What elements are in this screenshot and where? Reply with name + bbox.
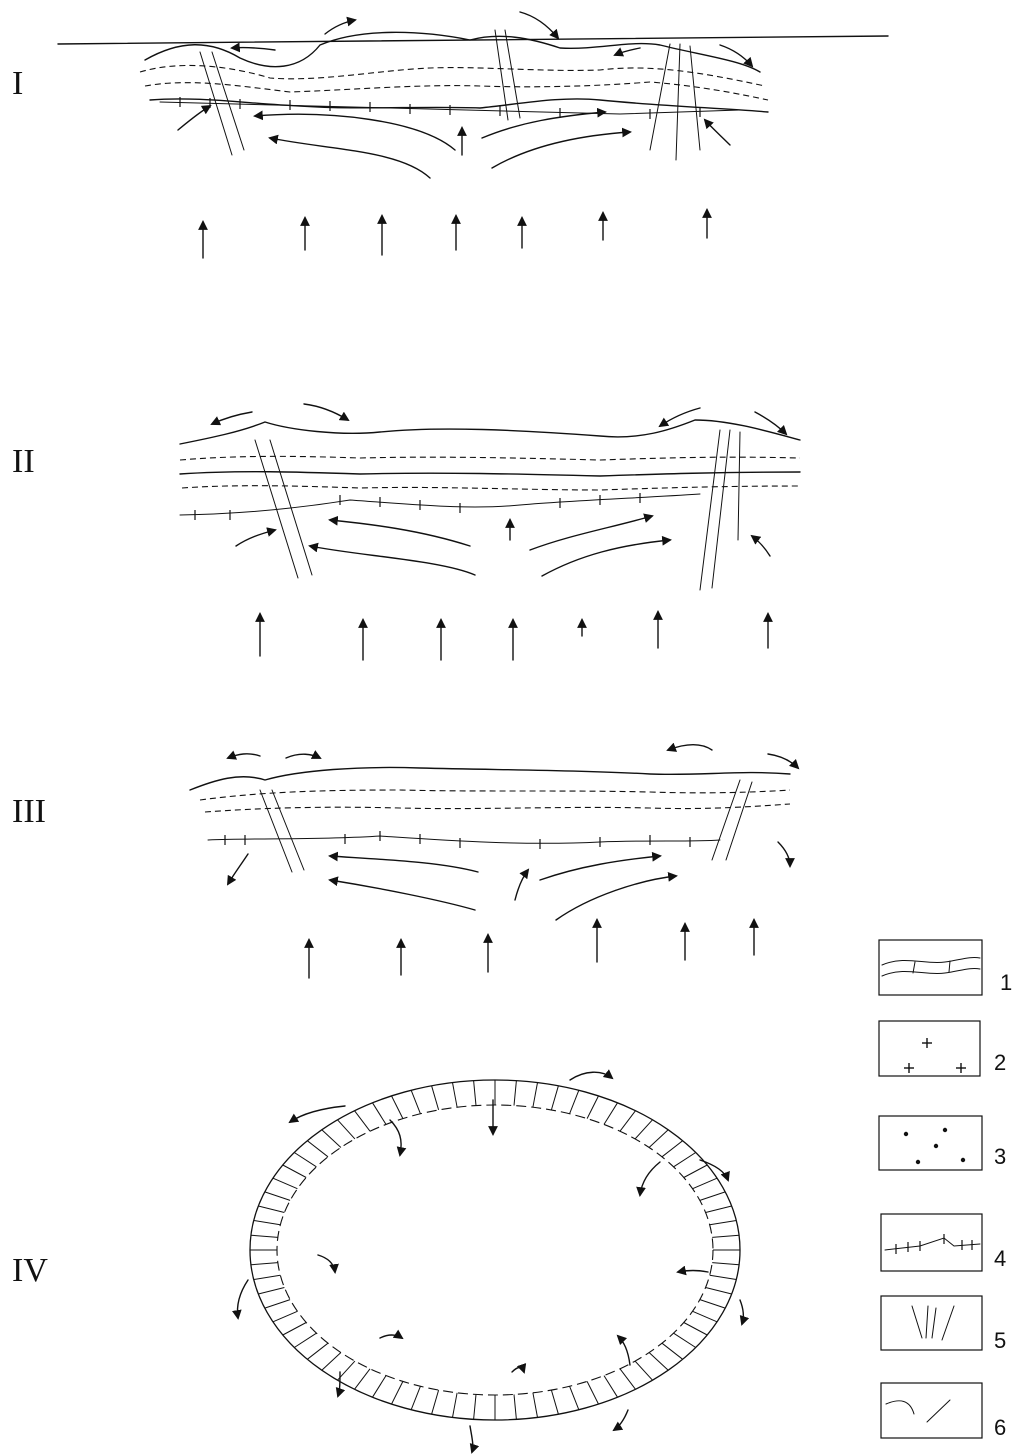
ring-tick: [514, 1394, 516, 1419]
legend-item-4: 4: [881, 1214, 1006, 1271]
ring-tick: [432, 1390, 439, 1414]
ring-tick: [355, 1111, 371, 1132]
ring-tick: [432, 1086, 439, 1110]
ring-tick: [604, 1376, 618, 1398]
ring-tick: [533, 1393, 538, 1418]
ring-tick: [373, 1103, 387, 1125]
panel-i-section: [58, 12, 888, 178]
legend: 1 2 3: [879, 940, 1012, 1440]
ring-tick: [474, 1394, 476, 1419]
ring-tick: [411, 1386, 420, 1409]
legend-item-3: 3: [879, 1116, 1006, 1170]
ring-tick: [684, 1165, 707, 1178]
ring-tick: [254, 1221, 281, 1225]
panel-label-iv: IV: [12, 1252, 48, 1289]
panel-iii-section: [190, 745, 798, 920]
panel-label-i: I: [12, 65, 23, 102]
ring-tick: [570, 1090, 579, 1113]
legend-num-5: 5: [994, 1328, 1006, 1353]
ring-tick: [392, 1381, 403, 1404]
ring-tick: [453, 1083, 458, 1108]
ring-tick: [712, 1235, 739, 1237]
ring-tick: [251, 1235, 278, 1237]
ring-tick: [635, 1120, 652, 1139]
ring-tick: [273, 1178, 297, 1189]
legend-item-5: 5: [881, 1296, 1006, 1353]
ring-tick: [533, 1083, 538, 1108]
panel-ii-upwelling-arrows: [260, 612, 768, 660]
legend-num-4: 4: [994, 1246, 1006, 1271]
ring-tick: [258, 1206, 284, 1213]
ring-tick: [322, 1130, 341, 1148]
ring-tick: [265, 1300, 290, 1309]
ring-tick: [453, 1393, 458, 1418]
ring-tick: [700, 1300, 725, 1309]
ring-tick: [251, 1263, 278, 1265]
ring-tick: [635, 1361, 652, 1380]
ring-tick: [710, 1221, 737, 1225]
ring-tick: [294, 1153, 316, 1167]
ring-tick: [649, 1130, 668, 1148]
legend-num-6: 6: [994, 1415, 1006, 1440]
ring-tick: [273, 1311, 297, 1322]
ring-tick: [710, 1275, 737, 1279]
ring-tick: [307, 1343, 328, 1359]
ring-tick: [392, 1096, 403, 1119]
ring-tick: [474, 1081, 476, 1106]
ring-tick: [355, 1369, 371, 1390]
legend-item-6: 6: [881, 1383, 1006, 1440]
ring-tick: [674, 1153, 696, 1167]
ring-tick: [700, 1192, 725, 1201]
legend-num-2: 2: [994, 1050, 1006, 1075]
ring-segment-ticks: [250, 1080, 740, 1420]
ring-tick: [649, 1353, 668, 1371]
ring-tick: [294, 1333, 316, 1347]
surface-line: [58, 36, 888, 44]
ring-tick: [587, 1096, 598, 1119]
ring-tick: [283, 1165, 306, 1178]
ring-tick: [662, 1141, 683, 1157]
ring-tick: [551, 1390, 558, 1414]
ring-tick: [620, 1369, 636, 1390]
ring-tick: [604, 1103, 618, 1125]
ring-tick: [338, 1120, 355, 1139]
ring-tick: [322, 1353, 341, 1371]
ring-tick: [712, 1263, 739, 1265]
ring-tick: [411, 1090, 420, 1113]
ring-tick: [570, 1386, 579, 1409]
legend-item-1: 1: [879, 940, 1012, 995]
ring-tick: [620, 1111, 636, 1132]
ring-tick: [706, 1288, 732, 1295]
panel-ii-section: [180, 404, 800, 590]
ring-tick: [684, 1323, 707, 1336]
ring-tick: [283, 1323, 306, 1336]
ring-tick: [662, 1343, 683, 1359]
ring-tick: [693, 1311, 717, 1322]
legend-num-1: 1: [1000, 970, 1012, 995]
panel-i-upwelling-arrows: [203, 210, 707, 258]
panel-iv-ring: [237, 1072, 743, 1452]
legend-item-2: 2: [879, 1021, 1006, 1076]
panel-label-iii: III: [12, 793, 46, 830]
ring-tick: [258, 1288, 284, 1295]
ring-tick: [373, 1376, 387, 1398]
ring-tick: [514, 1081, 516, 1106]
panel-label-ii: II: [12, 443, 35, 480]
ring-tick: [551, 1086, 558, 1110]
ring-tick: [674, 1333, 696, 1347]
ring-tick: [307, 1141, 328, 1157]
ring-tick: [693, 1178, 717, 1189]
ring-tick: [254, 1275, 281, 1279]
ring-tick: [706, 1206, 732, 1213]
ring-tick: [587, 1381, 598, 1404]
legend-num-3: 3: [994, 1144, 1006, 1169]
ring-tick: [265, 1192, 290, 1201]
panel-iii-upwelling-arrows: [309, 920, 754, 978]
